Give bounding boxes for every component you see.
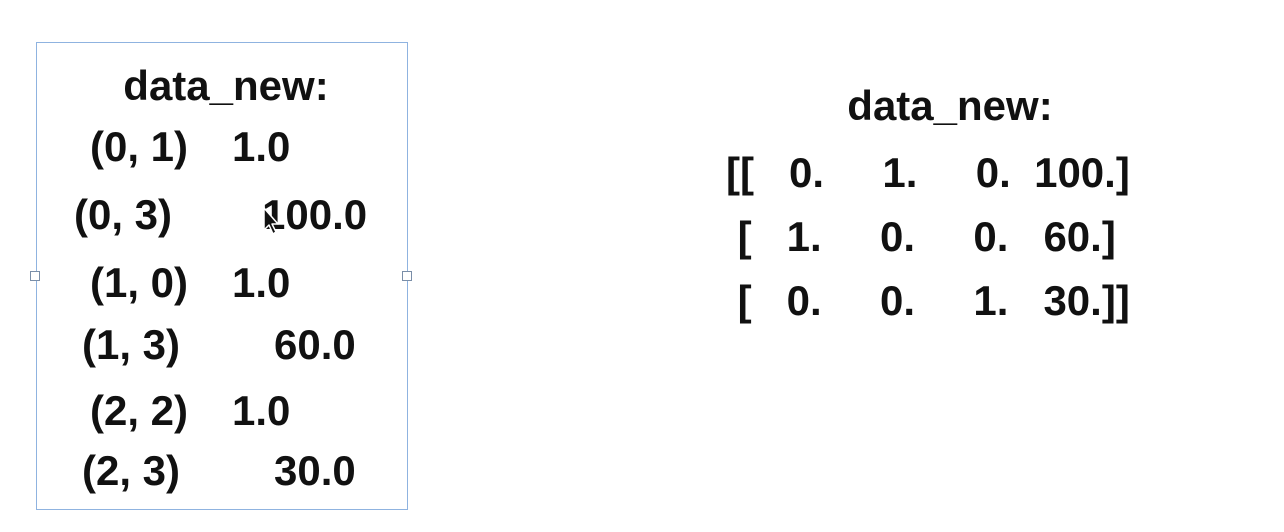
- dense-title: data_new:: [847, 82, 1053, 129]
- sparse-entry-row: (2, 3) 30.0: [36, 442, 416, 500]
- sparse-entry-index: (2, 3): [81, 447, 180, 494]
- dense-matrix-row: [ 1. 0. 0. 60.]: [726, 213, 1116, 260]
- sparse-entry-index: (0, 1): [89, 123, 188, 170]
- sparse-entry-index: (1, 0): [89, 259, 188, 306]
- resize-handle-left[interactable]: [30, 271, 40, 281]
- sparse-entry-index: (2, 2): [89, 387, 188, 434]
- sparse-entry-index: (1, 3): [81, 321, 180, 368]
- sparse-entry-value: 1.0: [232, 259, 291, 306]
- sparse-entry-row: (1, 3) 60.0: [36, 316, 416, 374]
- dense-matrix-row: [ 0. 0. 1. 30.]]: [726, 277, 1130, 324]
- sparse-entry-value: 1.0: [232, 387, 291, 434]
- sparse-entry-index: (0, 3): [73, 191, 172, 238]
- resize-handle-right[interactable]: [402, 271, 412, 281]
- sparse-entry-value: 1.0: [232, 123, 291, 170]
- sparse-entry-value: 60.0: [274, 321, 356, 368]
- sparse-entry-row: (0, 1) 1.0: [36, 118, 416, 176]
- dense-matrix-row: [[ 0. 1. 0. 100.]: [726, 149, 1130, 196]
- sparse-entry-row: (0, 3) 100.0: [36, 186, 416, 244]
- sparse-entry-row: (2, 2) 1.0: [36, 382, 416, 440]
- sparse-entry-value: 100.0: [262, 191, 368, 238]
- sparse-entry-row: (1, 0) 1.0: [36, 254, 416, 312]
- sparse-entry-value: 30.0: [274, 447, 356, 494]
- sparse-title: data_new:: [123, 62, 329, 109]
- mouse-pointer-icon: [263, 207, 279, 235]
